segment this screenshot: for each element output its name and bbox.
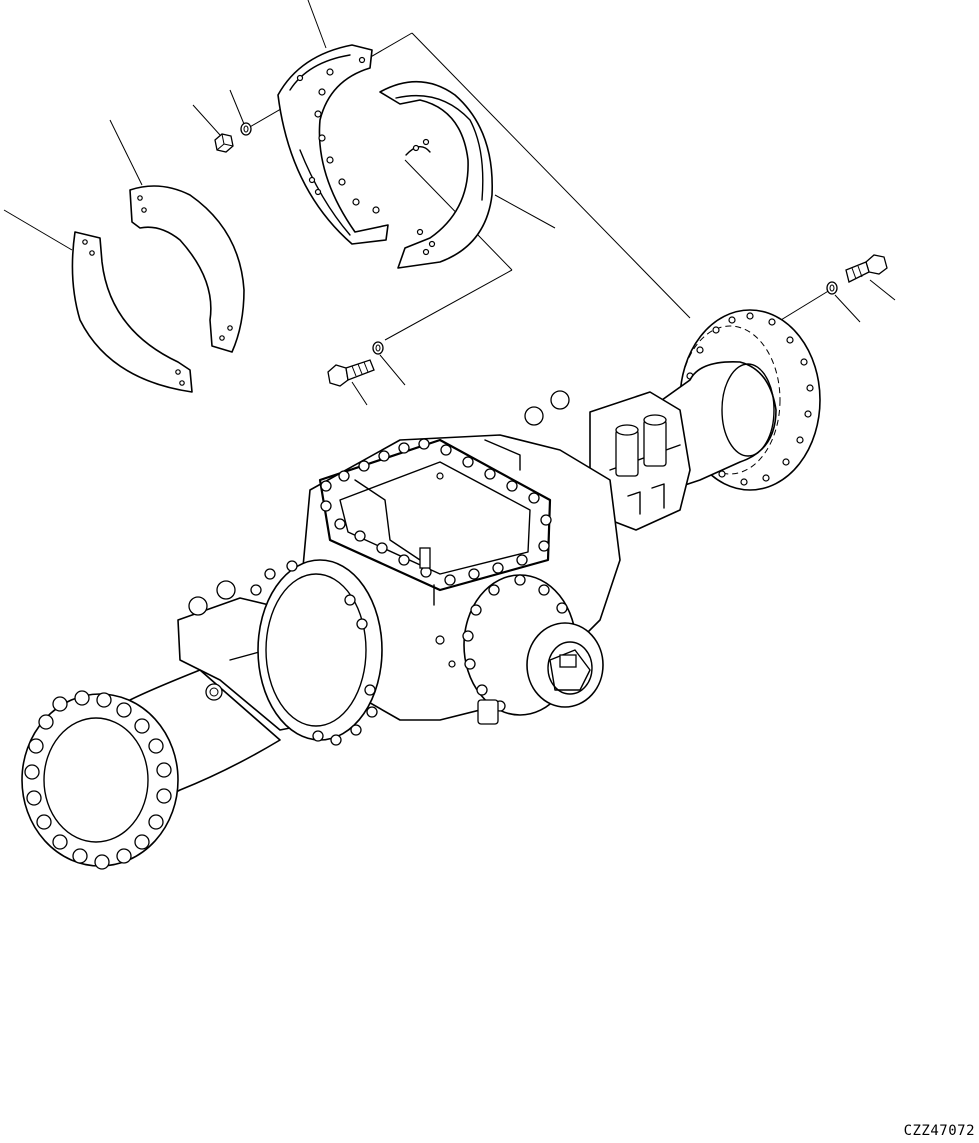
right-mount-block — [524, 390, 691, 531]
shim-plate-rear — [71, 231, 193, 393]
shoe-hole-row — [296, 56, 380, 214]
washer — [372, 341, 384, 355]
brake-shoe-upper — [277, 44, 389, 245]
housing-bolt-ring — [320, 438, 552, 586]
bolt — [327, 359, 375, 387]
washer — [826, 281, 838, 295]
left-axle-flange — [21, 690, 179, 870]
drawing-id-label: CZZ47072 — [903, 1123, 975, 1139]
flange-bolt-holes — [682, 312, 814, 486]
washer — [240, 122, 252, 136]
shim-plate-front — [129, 185, 245, 353]
left-brake-housing — [250, 559, 383, 746]
nut — [214, 133, 234, 153]
input-yoke — [462, 574, 604, 725]
brake-ring-bolts — [250, 560, 378, 746]
brake-shoe-lower — [379, 80, 493, 269]
left-flange-bolts — [24, 690, 172, 870]
grease-fitting — [615, 414, 667, 477]
bolt — [845, 254, 888, 283]
